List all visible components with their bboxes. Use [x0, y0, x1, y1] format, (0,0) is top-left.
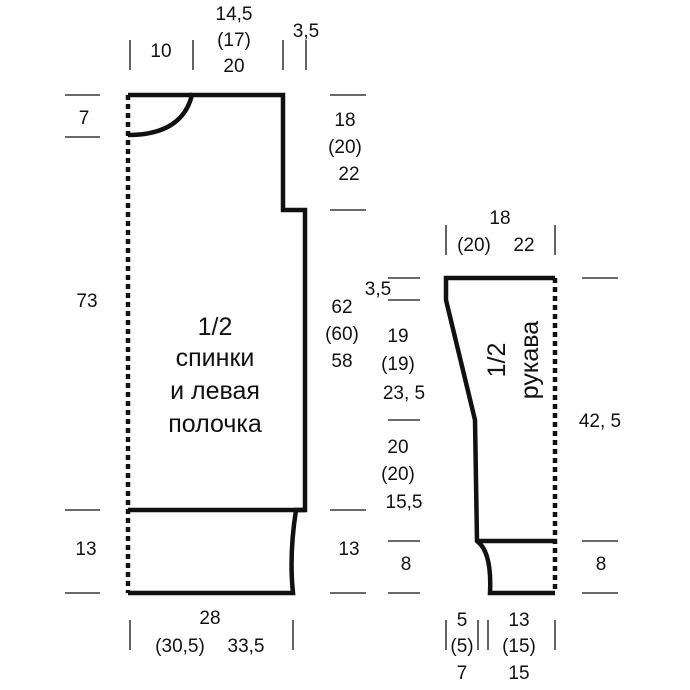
- sleeve-bottom-dimension-ticks: [445, 620, 556, 650]
- sleeve-bottom-large-label-2: (15): [502, 636, 536, 657]
- sleeve-piece: [443, 275, 558, 596]
- body-armhole-depth-label-1: 18: [334, 110, 355, 131]
- sleeve-top-width-label-3: 22: [513, 235, 534, 256]
- sleeve-cap-left-label: 3,5: [365, 279, 391, 300]
- sleeve-cuff-right-label: 8: [596, 554, 607, 575]
- sleeve-top-width-label-1: 18: [489, 208, 510, 229]
- sleeve-bottom-large-label-3: 15: [508, 663, 529, 684]
- body-shoulder-width-label-1: 14,5: [216, 4, 253, 25]
- body-neck-depth-label: 7: [79, 108, 90, 129]
- body-bottom-dimension-ticks: [129, 620, 294, 650]
- body-bottom-width-label-1: 28: [199, 608, 220, 629]
- sleeve-length-label: 42, 5: [579, 411, 621, 432]
- sleeve-top-dimension-ticks: [445, 225, 556, 255]
- sleeve-taper-lower-label-3: 15,5: [386, 492, 423, 513]
- sleeve-title-fraction: 1/2: [483, 343, 511, 378]
- body-side-length-label-3: 58: [331, 351, 352, 372]
- body-title-fraction: 1/2: [198, 313, 233, 341]
- sleeve-bottom-large-label-1: 13: [508, 610, 529, 631]
- body-bottom-width-label-3: 33,5: [228, 636, 265, 657]
- sleeve-right-dimension-ticks: [582, 277, 618, 594]
- body-shoulder-width-label-2: (17): [217, 30, 251, 51]
- sleeve-taper-upper-label-1: 19: [387, 326, 408, 347]
- sleeve-taper-lower-label-2: (20): [381, 464, 415, 485]
- body-side-length-label-2: (60): [325, 324, 359, 345]
- body-outline: [127, 92, 308, 596]
- body-hem-left-label: 13: [75, 539, 96, 560]
- body-bottom-width-label-2: (30,5): [155, 636, 205, 657]
- sleeve-title-sub: рукава: [516, 321, 544, 400]
- body-neck-width-label: 10: [150, 41, 171, 62]
- sleeve-bottom-small-label-1: 5: [457, 610, 468, 631]
- sleeve-taper-lower-label-1: 20: [387, 437, 408, 458]
- body-title-line-2: и левая: [170, 377, 260, 405]
- body-shoulder-width-label-3: 20: [223, 56, 244, 77]
- sleeve-cuff-left-label: 8: [401, 554, 412, 575]
- body-left-dimension-ticks: [65, 94, 100, 594]
- body-total-length-label: 73: [76, 291, 97, 312]
- body-side-length-label-1: 62: [331, 297, 352, 318]
- body-title-line-1: спинки: [176, 344, 255, 372]
- body-right-dimension-ticks: [330, 94, 366, 594]
- body-armhole-depth-label-2: (20): [328, 137, 362, 158]
- sleeve-taper-upper-label-2: (19): [381, 354, 415, 375]
- sleeve-taper-upper-label-3: 23, 5: [383, 383, 425, 404]
- sleeve-left-dimension-ticks: [388, 277, 420, 594]
- sleeve-bottom-small-label-3: 7: [457, 663, 468, 684]
- sleeve-top-width-label-2: (20): [457, 235, 491, 256]
- body-armhole-step-label: 3,5: [293, 21, 319, 42]
- sleeve-title-group: 1/2 рукава: [483, 321, 544, 400]
- sleeve-outline: [443, 275, 555, 596]
- body-top-dimension-ticks: [129, 40, 307, 70]
- body-piece: [125, 92, 308, 596]
- body-hem-right-label: 13: [338, 539, 359, 560]
- sleeve-bottom-small-label-2: (5): [450, 636, 473, 657]
- body-title-line-3: полочка: [168, 410, 262, 438]
- body-armhole-depth-label-3: 22: [338, 164, 359, 185]
